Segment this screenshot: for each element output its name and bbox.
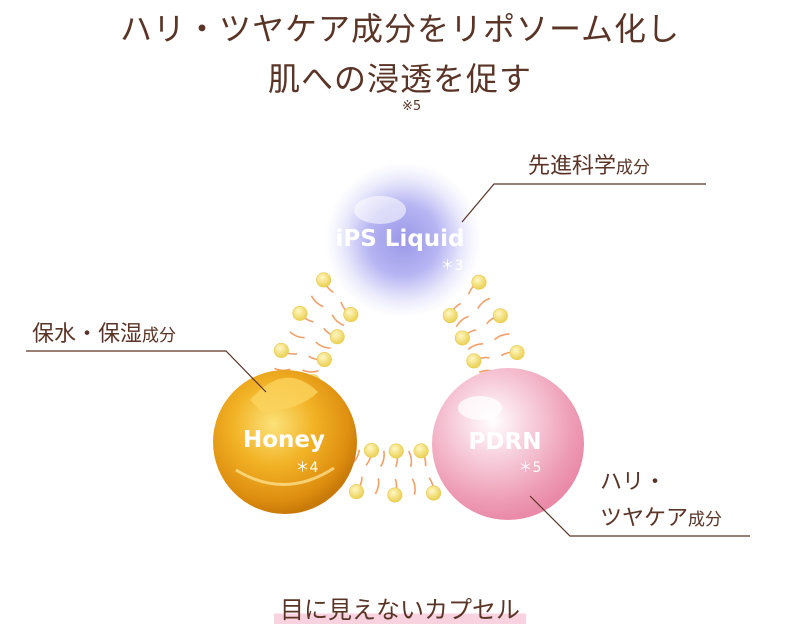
lipid-head: [466, 353, 482, 369]
lipid-tail: [467, 343, 484, 351]
lipid-head: [343, 307, 359, 323]
lipid-head: [471, 274, 487, 290]
lipid-head: [329, 329, 345, 345]
ips-capsule: iPS Liquid ＊3: [325, 162, 481, 318]
honey-name: Honey: [243, 427, 325, 453]
pdrn-note: ＊5: [519, 460, 542, 476]
ips-category-label: 先進科学成分: [528, 148, 650, 180]
lipid-tail: [310, 295, 324, 308]
ips-leader-line: [461, 183, 706, 223]
lipid-tail: [374, 478, 380, 495]
honey-ripple: [235, 466, 335, 486]
lipid-tail: [289, 331, 305, 339]
lipid-tail: [493, 333, 510, 341]
footer-caption-text: 目に見えないカプセル: [274, 596, 526, 624]
pdrn-category: ツヤケア: [600, 506, 689, 531]
footer-caption: 目に見えないカプセル: [0, 590, 800, 625]
lipid-head: [413, 443, 429, 459]
pdrn-category-line-2: ツヤケア成分: [600, 500, 722, 532]
lipid-head: [454, 330, 470, 346]
pdrn-capsule: PDRN ＊5: [432, 368, 584, 520]
honey-note: ＊4: [296, 460, 319, 476]
pdrn-name: PDRN: [469, 429, 542, 455]
lipid-head: [509, 345, 525, 361]
heading-line-1: ハリ・ツヤケア成分をリポソーム化し: [119, 10, 681, 48]
ips-highlight: [354, 196, 406, 224]
honey-leader-line: [26, 350, 267, 393]
honey-category-label: 保水・保湿成分: [32, 316, 176, 348]
honey-capsule: Honey ＊4: [213, 370, 357, 514]
pdrn-category-suffix: 成分: [688, 510, 723, 530]
ips-note: ＊3: [441, 258, 464, 274]
pdrn-highlight: [458, 396, 502, 420]
lipid-head: [442, 308, 458, 324]
ips-name: iPS Liquid: [335, 226, 464, 252]
heading-line-2: 肌への浸透を促す: [267, 60, 532, 98]
honey-category: 保水・保湿: [32, 322, 143, 347]
ips-category: 先進科学: [528, 154, 617, 179]
lipid-tail: [477, 297, 491, 309]
lipid-head: [292, 305, 308, 321]
lipid-head: [363, 442, 379, 458]
lipid-head: [316, 352, 332, 368]
lipid-head: [316, 272, 332, 288]
honey-swirl: [250, 377, 318, 412]
lipid-head: [348, 484, 364, 500]
honey-category-suffix: 成分: [142, 326, 177, 346]
lipid-tail: [411, 478, 416, 495]
pdrn-category-line-1: ハリ・: [600, 470, 667, 495]
lipid-tail: [302, 369, 319, 373]
lipid-bilayer: [273, 272, 525, 503]
lipid-head: [273, 342, 289, 358]
lipid-tail: [407, 450, 413, 468]
lipid-head: [426, 485, 442, 501]
lipid-head: [388, 443, 404, 459]
lipid-tail: [331, 314, 345, 327]
lipid-head: [387, 487, 403, 503]
lipid-tail: [315, 341, 331, 349]
lipid-head: [492, 308, 508, 324]
ips-category-suffix: 成分: [616, 158, 651, 178]
lipid-tail: [380, 450, 385, 467]
heading-note: ※5: [402, 99, 422, 114]
pdrn-leader-line: [529, 495, 750, 537]
lipid-tail: [455, 315, 469, 328]
